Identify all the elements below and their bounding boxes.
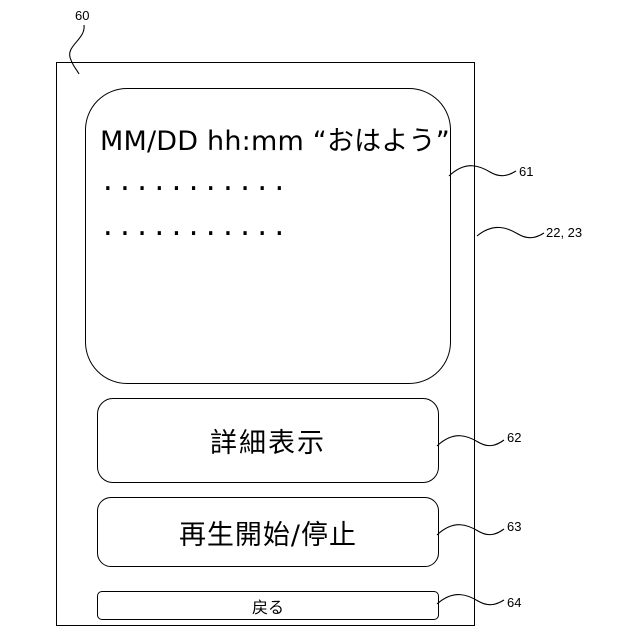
ref-label-61: 61 bbox=[519, 165, 533, 178]
detail-view-button[interactable]: 詳細表示 bbox=[97, 398, 439, 483]
playback-toggle-button[interactable]: 再生開始/停止 bbox=[97, 497, 439, 567]
leader-line-22-23 bbox=[477, 227, 544, 237]
message-header-text: MM/DD hh:mm “おはよう” bbox=[100, 127, 450, 157]
ref-label-22-23: 22, 23 bbox=[546, 226, 582, 239]
message-placeholder-line: ........... bbox=[100, 212, 289, 242]
ref-label-62: 62 bbox=[507, 431, 521, 444]
ref-label-60: 60 bbox=[75, 9, 89, 22]
back-button[interactable]: 戻る bbox=[97, 591, 439, 620]
message-placeholder-line: ........... bbox=[100, 167, 289, 197]
ref-label-64: 64 bbox=[507, 596, 521, 609]
ref-label-63: 63 bbox=[507, 520, 521, 533]
